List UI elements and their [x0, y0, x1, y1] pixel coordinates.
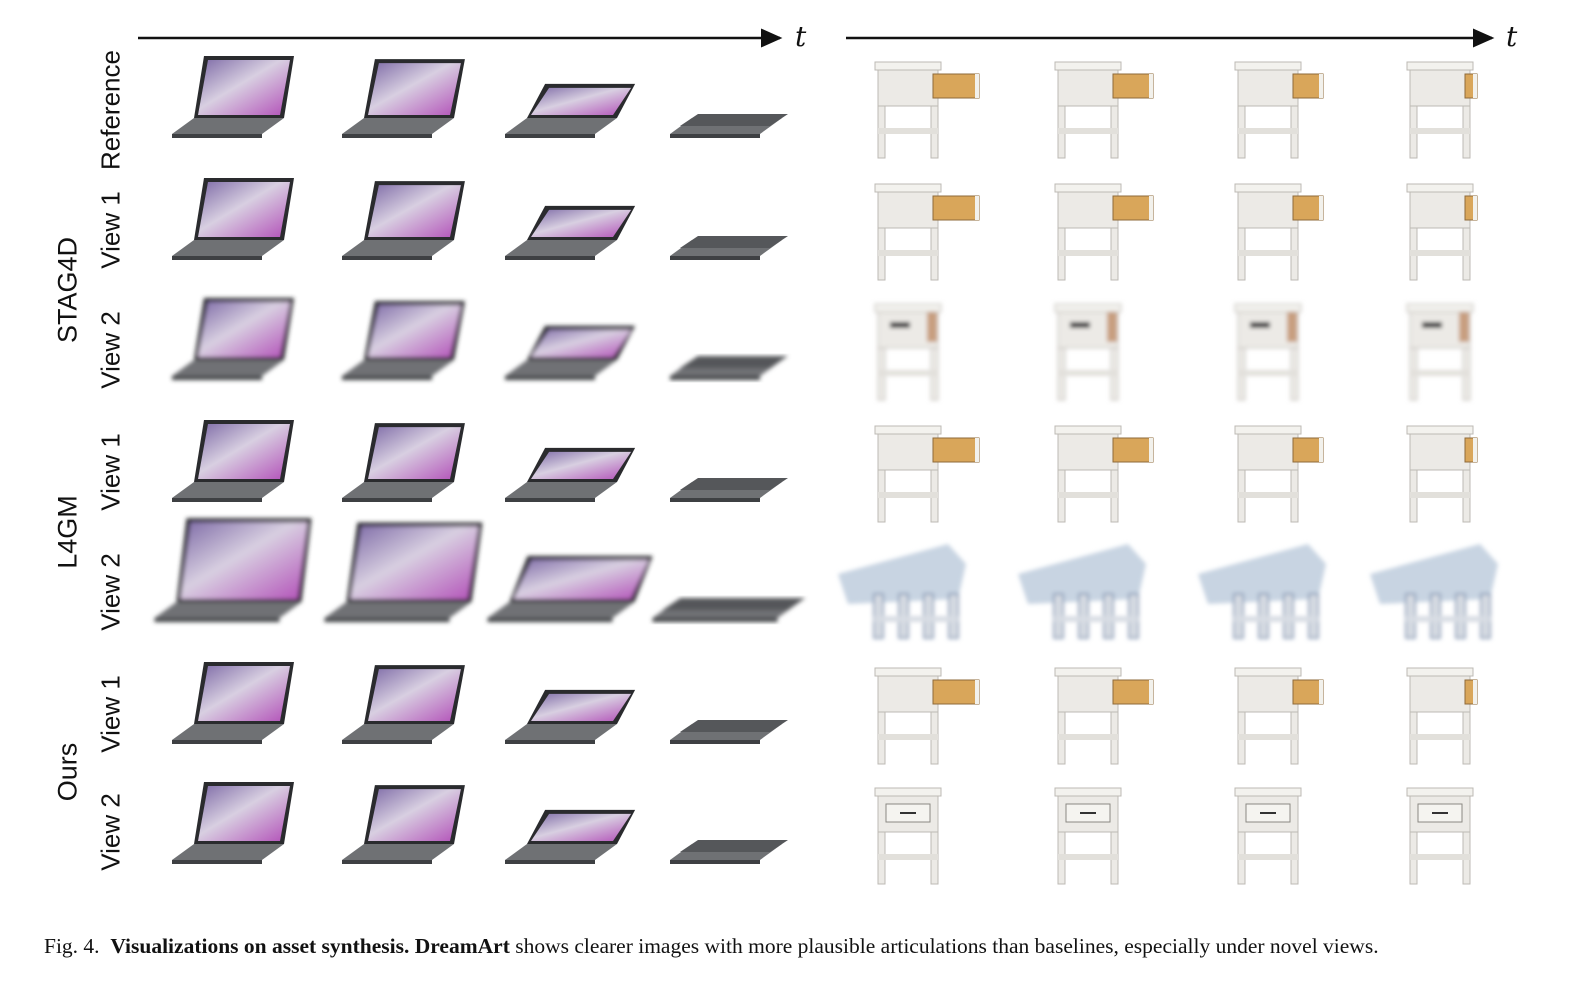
nightstand-image-reference-t4	[1406, 61, 1478, 159]
caption-title: Visualizations on asset synthesis.	[110, 934, 410, 958]
row-label-l4gm-view1: View 1	[95, 433, 126, 511]
image-grid	[154, 56, 1498, 885]
nightstand-image-stag4d-view1-t2	[1054, 183, 1154, 281]
laptop-image-stag4d-view2-t2	[342, 301, 465, 380]
laptop-image-l4gm-view2-t1	[154, 518, 312, 622]
nightstand-image-ours-view1-t2	[1054, 667, 1154, 765]
laptop-image-stag4d-view1-t1	[172, 178, 294, 260]
nightstand-image-l4gm-view1-t4	[1406, 425, 1478, 523]
laptop-image-stag4d-view2-t3	[505, 325, 636, 380]
row-label-stag4d-view1: View 1	[95, 191, 126, 269]
laptop-image-l4gm-view1-t3	[505, 447, 636, 502]
laptop-image-stag4d-view1-t2	[342, 181, 465, 260]
laptop-image-stag4d-view1-t3	[505, 205, 636, 260]
laptop-image-l4gm-view1-t2	[342, 423, 465, 502]
nightstand-image-ours-view2-t1	[874, 787, 942, 885]
figure-canvas	[138, 28, 1498, 885]
laptop-image-l4gm-view1-t1	[172, 420, 294, 502]
laptop-image-ours-view2-t4	[670, 840, 788, 864]
nightstand-image-stag4d-view2-t3	[1234, 303, 1302, 401]
figure-caption: Fig. 4. Visualizations on asset synthesi…	[44, 934, 1564, 959]
nightstand-image-reference-t2	[1054, 61, 1154, 159]
row-label-ours-view1: View 1	[95, 675, 126, 753]
laptop-image-stag4d-view2-t4	[670, 356, 788, 380]
nightstand-image-reference-t3	[1234, 61, 1324, 159]
laptop-image-reference-t4	[670, 114, 788, 138]
row-label-l4gm-view2: View 2	[95, 553, 126, 631]
laptop-image-ours-view2-t2	[342, 785, 465, 864]
nightstand-image-l4gm-view1-t3	[1234, 425, 1324, 523]
laptop-image-ours-view2-t1	[172, 782, 294, 864]
nightstand-image-reference-t1	[874, 61, 980, 159]
nightstand-image-stag4d-view2-t2	[1054, 303, 1122, 401]
nightstand-image-ours-view1-t1	[874, 667, 980, 765]
group-label-stag4d: STAG4D	[52, 236, 83, 344]
time-label-left: t	[795, 20, 807, 53]
laptop-image-l4gm-view1-t4	[670, 478, 788, 502]
group-label-ours: Ours	[52, 742, 83, 802]
laptop-image-reference-t1	[172, 56, 294, 138]
laptop-image-reference-t2	[342, 59, 465, 138]
nightstand-image-stag4d-view1-t1	[874, 183, 980, 281]
row-label-stag4d-view2: View 2	[95, 311, 126, 389]
nightstand-image-stag4d-view2-t1	[874, 303, 942, 401]
laptop-image-stag4d-view2-t1	[172, 298, 294, 380]
nightstand-image-ours-view2-t4	[1406, 787, 1474, 885]
row-label-reference: Reference	[95, 50, 126, 170]
nightstand-image-l4gm-view2-t4	[1370, 544, 1498, 639]
laptop-image-ours-view1-t4	[670, 720, 788, 744]
caption-method: DreamArt	[414, 934, 510, 958]
nightstand-image-l4gm-view2-t3	[1198, 544, 1326, 639]
laptop-image-ours-view1-t2	[342, 665, 465, 744]
caption-text: shows clearer images with more plausible…	[515, 934, 1379, 958]
laptop-image-l4gm-view2-t4	[652, 598, 806, 622]
caption-prefix: Fig. 4.	[44, 934, 100, 958]
nightstand-image-l4gm-view2-t2	[1018, 544, 1146, 639]
laptop-image-l4gm-view2-t3	[487, 555, 653, 622]
laptop-image-l4gm-view2-t2	[324, 522, 483, 622]
time-label-right: t	[1506, 20, 1518, 53]
nightstand-image-stag4d-view1-t4	[1406, 183, 1478, 281]
group-label-l4gm: L4GM	[52, 495, 83, 569]
laptop-image-stag4d-view1-t4	[670, 236, 788, 260]
nightstand-image-stag4d-view2-t4	[1406, 303, 1474, 401]
nightstand-image-l4gm-view1-t1	[874, 425, 980, 523]
nightstand-image-l4gm-view1-t2	[1054, 425, 1154, 523]
nightstand-image-ours-view2-t3	[1234, 787, 1302, 885]
nightstand-image-ours-view2-t2	[1054, 787, 1122, 885]
laptop-image-ours-view1-t3	[505, 689, 636, 744]
laptop-image-reference-t3	[505, 83, 636, 138]
nightstand-image-ours-view1-t4	[1406, 667, 1478, 765]
nightstand-image-l4gm-view2-t1	[838, 544, 966, 639]
nightstand-image-stag4d-view1-t3	[1234, 183, 1324, 281]
row-label-ours-view2: View 2	[95, 793, 126, 871]
laptop-image-ours-view2-t3	[505, 809, 636, 864]
nightstand-image-ours-view1-t3	[1234, 667, 1324, 765]
laptop-image-ours-view1-t1	[172, 662, 294, 744]
